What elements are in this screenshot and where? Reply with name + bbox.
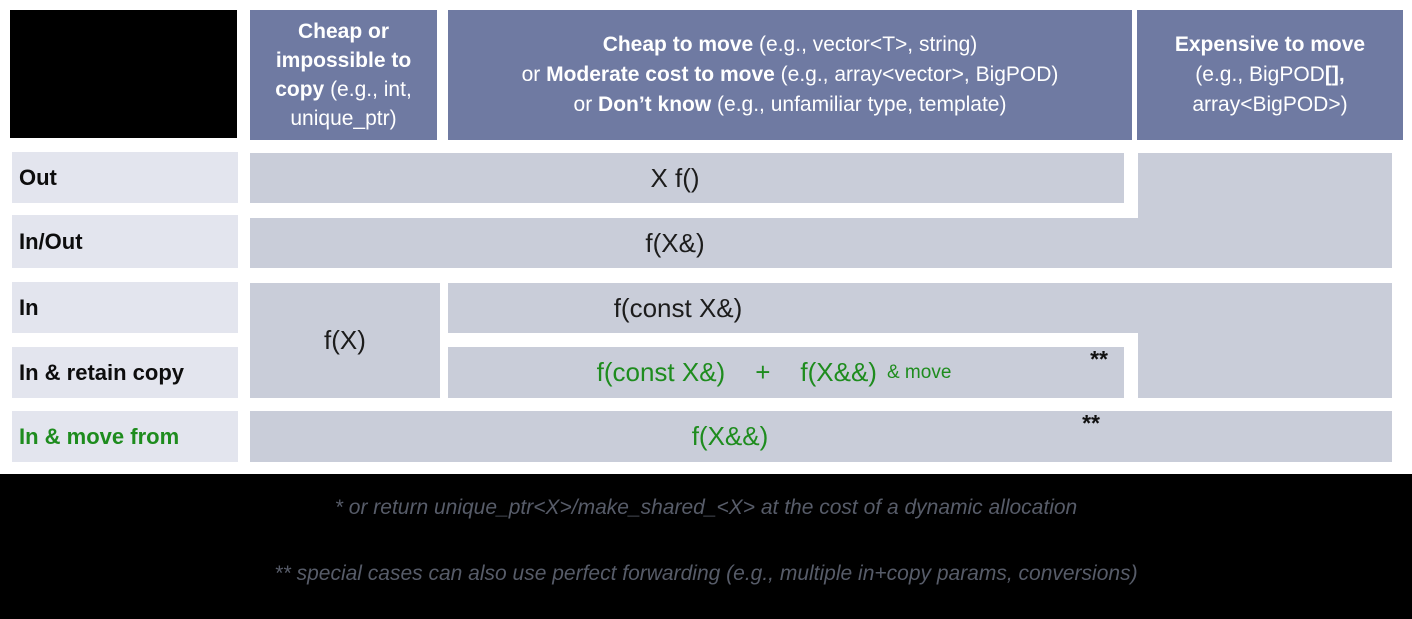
cell-in-move-from-value: f(X&&) ** [250, 411, 1392, 462]
header-expensive-to-move: Expensive to move (e.g., BigPOD[], array… [1137, 10, 1403, 140]
cell-in-out-value: f(X&) [250, 218, 1392, 268]
retain-copy-signatures: f(const X&)+f(X&&)& move [596, 357, 952, 387]
header-line: (e.g., BigPOD[], [1195, 63, 1345, 86]
header-text: Cheap or impossible to copy (e.g., int, … [275, 20, 412, 130]
header-cheap-or-impossible-to-copy: Cheap or impossible to copy (e.g., int, … [250, 10, 437, 140]
in-out-signature: f(X&) [645, 227, 705, 258]
header-line: or Moderate cost to move (e.g., array<ve… [521, 63, 1059, 86]
double-asterisk-marker: ** [1082, 410, 1100, 436]
row-label-in: In [12, 282, 238, 333]
header-cheap-to-move-or-moderate-or-dont-know: Cheap to move (e.g., vector<T>, string) … [448, 10, 1132, 140]
out-signature: X f() [650, 162, 700, 193]
header-line: array<BigPOD>) [1192, 93, 1348, 116]
and-move-note: & move [886, 361, 952, 383]
row-label-in-move-from: In & move from [12, 411, 238, 462]
footnotes-panel: * or return unique_ptr<X>/make_shared_<X… [0, 474, 1412, 619]
row-label-in-retain-copy: In & retain copy [12, 347, 238, 398]
cell-in-retain-copy-value: f(const X&)+f(X&&)& move ** [448, 347, 1124, 398]
double-asterisk-marker: ** [1090, 346, 1108, 372]
cell-out-value: X f() [250, 153, 1124, 203]
footnote-dynamic-allocation: * or return unique_ptr<X>/make_shared_<X… [334, 496, 1078, 519]
footnote-perfect-forwarding: ** special cases can also use perfect fo… [274, 562, 1138, 585]
in-const-ref-signature: f(const X&) [613, 292, 743, 323]
row-label-in-out: In/Out [12, 215, 238, 268]
in-by-value-signature: f(X) [324, 325, 366, 355]
header-line: or Don’t know (e.g., unfamiliar type, te… [573, 93, 1007, 116]
header-line: Expensive to move [1174, 33, 1366, 56]
row-label-out: Out [12, 152, 238, 203]
header-line: Cheap to move (e.g., vector<T>, string) [602, 33, 978, 56]
cell-in-value: f(const X&) [448, 283, 1392, 333]
cell-in-cheap-copy-value: f(X) [250, 283, 440, 398]
move-from-signature: f(X&&) [691, 421, 769, 451]
cell-in-retain-copy-expensive [1138, 333, 1392, 398]
corner-box [10, 10, 237, 138]
